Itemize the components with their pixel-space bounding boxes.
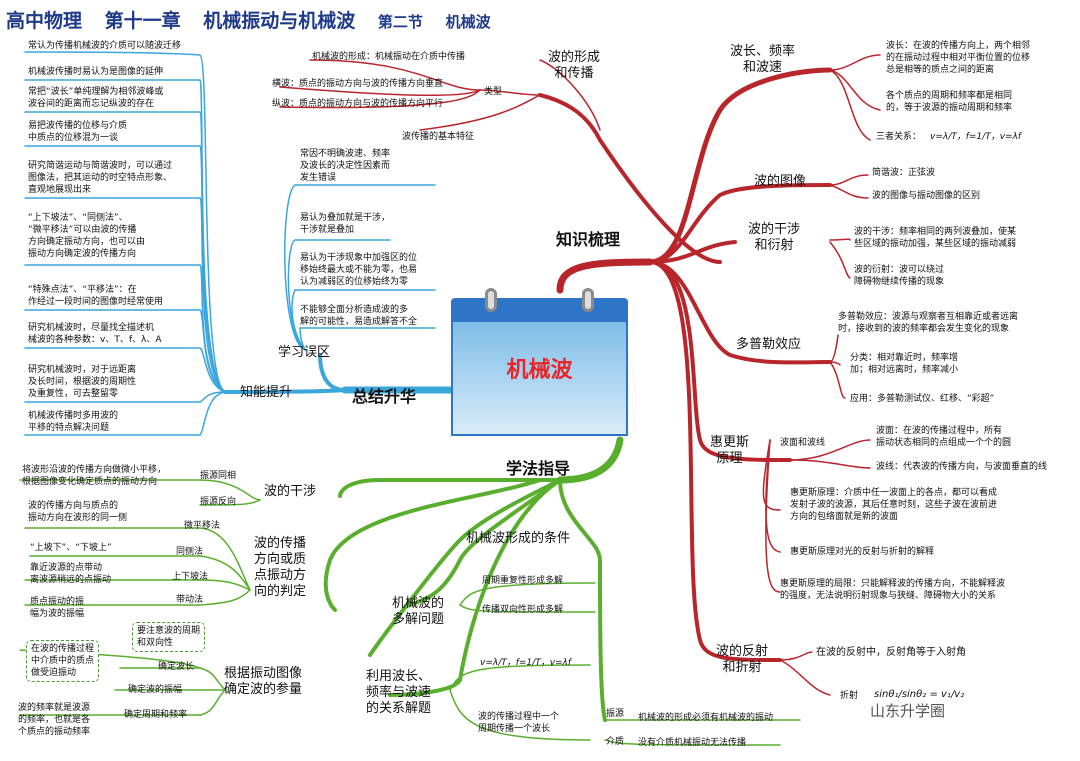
- summary-item-2: 机械波传播时易认为是图像的延伸: [28, 67, 164, 77]
- direction-slope: 上下坡法: [172, 572, 209, 582]
- direction-slope-note: “上坡下”、“下坡上”: [30, 543, 112, 553]
- graph-title: 波的图像: [754, 174, 807, 189]
- wavelength-title: 波长、频率 和波速: [730, 44, 796, 75]
- formation-types-label: 类型: [484, 87, 503, 97]
- direction-intro: 将波形沿波的传播方向做微小平移， 根据图像变化确定质点的振动方向: [22, 465, 167, 487]
- direction-same-side: 同侧法: [176, 547, 204, 557]
- summary-item-7: “特殊点法”、“平移法”：在 作经过一段时间的图像时经常使用: [28, 285, 164, 307]
- wavelength-relation-label: 三者关系：: [876, 132, 922, 142]
- header-section: 第二节: [377, 13, 423, 31]
- doppler-def: 多普勒效应：波源与观察者互相靠近或者远离 时，接收到的波的频率都会发生变化的现象: [838, 312, 1019, 334]
- formation-item: 机械波的形成：机械振动在介质中传播: [312, 52, 466, 62]
- direction-title: 波的传播 方向或质 点振动方 向的判定: [254, 536, 307, 599]
- conditions-title: 机械波形成的条件: [466, 531, 571, 546]
- direction-drive-note: 靠近波源的点带动 离波源稍远的点振动: [30, 563, 112, 585]
- graph-diff: 波的图像与振动图像的区别: [872, 191, 981, 201]
- reflection-rule: 在波的反射中，反射角等于入射角: [816, 647, 966, 658]
- relation-title: 利用波长、 频率与波速 的关系解题: [366, 669, 432, 716]
- interference-def: 波的干涉：频率相同的两列波叠加，使某 些区域的振动加强，某些区域的振动减弱: [854, 227, 1017, 249]
- conditions-source: 机械波的形成必须有机械波的振动: [638, 713, 774, 723]
- relation-formula: v=λ/T，f=1/T，v=λf: [480, 658, 572, 668]
- method-interference-title: 波的干涉: [264, 484, 317, 499]
- calendar-header: [451, 298, 628, 320]
- branch-summary-label: 总结升华: [352, 387, 417, 406]
- mistakes-title: 学习误区: [278, 345, 331, 360]
- header-subject: 高中物理: [6, 10, 83, 32]
- summary-item-8: 研究机械波时，尽量找全描述机 械波的各种参数：v、T、f、λ、A: [28, 323, 162, 345]
- conditions-medium-label: 介质: [606, 737, 625, 747]
- method-interference-same: 振源同相: [200, 471, 237, 481]
- summary-item-10: 机械波传播时多用波的 平移的特点解决问题: [28, 411, 119, 433]
- multi-periodic: 周期重复性形成多解: [482, 576, 564, 586]
- header-chapter: 第十一章: [104, 10, 181, 32]
- relation-note: 波的传播过程中一个 周期传播一个波长: [478, 712, 560, 734]
- huygens-explain: 惠更斯原理对光的反射与折射的解释: [790, 547, 935, 557]
- params-freq-note: 波的频率就是波源 的频率，也就是各 个质点的振动频率: [18, 703, 91, 737]
- header-topic: 机械波: [445, 13, 491, 31]
- summary-item-4: 易把波传播的位移与介质 中质点的位移混为一谈: [28, 121, 128, 143]
- method-interference-opposite: 振源反向: [200, 497, 237, 507]
- summary-item-5: 研究简谐运动与简谐波时，可以通过 图像法，把其运动的时空特点形象、 直观地展现出…: [28, 161, 173, 195]
- center-node: 机械波: [451, 288, 628, 436]
- wavelength-relation: v=λ/T，f=1/T，v=λf: [930, 132, 1022, 142]
- doppler-title: 多普勒效应: [736, 337, 802, 352]
- multi-bidirectional: 传播双向性形成多解: [482, 605, 564, 615]
- graph-simple: 简谐波：正弦波: [872, 168, 936, 178]
- conditions-medium: 没有介质机械振动无法传播: [638, 738, 747, 748]
- refraction-label: 折射: [840, 691, 859, 701]
- formation-longitudinal: 纵波：质点的振动方向与波的传播方向平行: [272, 99, 444, 109]
- huygens-wavefront: 波面：在波的传播过程中，所有 振动状态相同的点组成一个个的圆: [876, 426, 1012, 448]
- mistake-3: 易认为干涉现象中加强区的位 移始终最大或不能为零，也易 认为减弱区的位移始终为零: [300, 253, 418, 287]
- calendar-ring-right: [582, 288, 594, 312]
- huygens-wavefront-label: 波面和波线: [780, 438, 826, 448]
- formation-transverse: 横波：质点的振动方向与波的传播方向垂直: [272, 79, 444, 89]
- mistake-4: 不能够全面分析造成波的多 解的可能性，易造成解答不全: [300, 305, 418, 327]
- params-dashed-note: 在波的传播过程 中介质中的质点 做受迫振动: [26, 640, 100, 682]
- calendar-body: [451, 320, 628, 436]
- page-header: 高中物理 第十一章 机械振动与机械波 第二节 机械波: [6, 6, 507, 33]
- branch-knowledge-label: 知识梳理: [556, 230, 621, 249]
- params-amplitude: 确定波的振幅: [128, 685, 183, 695]
- doppler-app: 应用：多普勒测试仪、红移、“彩超”: [850, 394, 995, 404]
- reflection-title: 波的反射 和折射: [716, 644, 769, 675]
- params-amp-note: 质点振动的振 幅为波的振幅: [30, 597, 85, 619]
- formation-title: 波的形成 和传播: [548, 50, 601, 81]
- doppler-class: 分类：相对靠近时，频率增 加；相对远离时，频率减小: [850, 353, 959, 375]
- refraction-formula: sinθ₁/sinθ₂ = v₁/v₂: [874, 689, 965, 700]
- direction-drive: 带动法: [176, 595, 204, 605]
- params-period: 确定周期和频率: [124, 710, 188, 720]
- watermark: 山东升学圈: [870, 702, 946, 720]
- params-wavelength: 确定波长: [158, 662, 195, 672]
- wavelength-def: 波长：在波的传播方向上，两个相邻 的在振动过程中相对平衡位置的位移 总是相等的质…: [886, 41, 1031, 75]
- huygens-principle: 惠更斯原理：介质中任一波面上的各点，都可以看成 发射子波的波源，其后任意时刻，这…: [790, 488, 998, 522]
- huygens-ray: 波线：代表波的传播方向，与波面垂直的线: [876, 462, 1048, 472]
- diffraction-def: 波的衍射：波可以绕过 障碍物继续传播的现象: [854, 265, 945, 287]
- direction-micro: 微平移法: [184, 521, 221, 531]
- params-period-note: 要注意波的周期 和双向性: [132, 622, 206, 652]
- summary-item-3: 常把“波长”单纯理解为相邻波峰或 波谷间的距离而忘记纵波的存在: [28, 87, 164, 109]
- center-title: 机械波: [506, 358, 573, 383]
- header-title: 机械振动与机械波: [203, 10, 356, 32]
- formation-feature: 波传播的基本特征: [402, 132, 475, 142]
- conditions-source-label: 振源: [606, 709, 625, 719]
- summary-item-9: 研究机械波时，对于远距离 及长时间，根据波的周期性 及重复性，可去整留零: [28, 365, 137, 399]
- multi-title: 机械波的 多解问题: [392, 596, 445, 627]
- interference-title: 波的干涉 和衍射: [748, 222, 801, 253]
- branch-knowledge-trunk: [556, 258, 654, 294]
- calendar-ring-left: [485, 288, 497, 312]
- branch-method-trunk: [556, 436, 624, 484]
- summary-item-6: “上下坡法”、“同侧法”、 “微平移法”可以由波的传播 方向确定振动方向，也可以…: [28, 213, 146, 259]
- huygens-limit: 惠更斯原理的局限：只能解释波的传播方向，不能解释波 的强度，无法说明衍射现象与狭…: [780, 579, 1006, 601]
- huygens-title: 惠更斯 原理: [710, 435, 750, 466]
- mistake-2: 易认为叠加就是干涉， 干涉就是叠加: [300, 213, 391, 235]
- summary-item-1: 常认为传播机械波的介质可以随波迁移: [28, 41, 182, 51]
- branch-method-label: 学法指导: [506, 459, 571, 478]
- ability-title: 知能提升: [240, 385, 293, 400]
- params-title: 根据振动图像 确定波的参量: [224, 666, 303, 697]
- wavelength-period: 各个质点的周期和频率都是相同 的，等于波源的振动周期和频率: [886, 91, 1013, 113]
- direction-same-side-note: 波的传播方向与质点的 振动方向在波形的同一侧: [28, 501, 128, 523]
- mistake-1: 常因不明确波速、频率 及波长的决定性因素而 发生错误: [300, 149, 391, 183]
